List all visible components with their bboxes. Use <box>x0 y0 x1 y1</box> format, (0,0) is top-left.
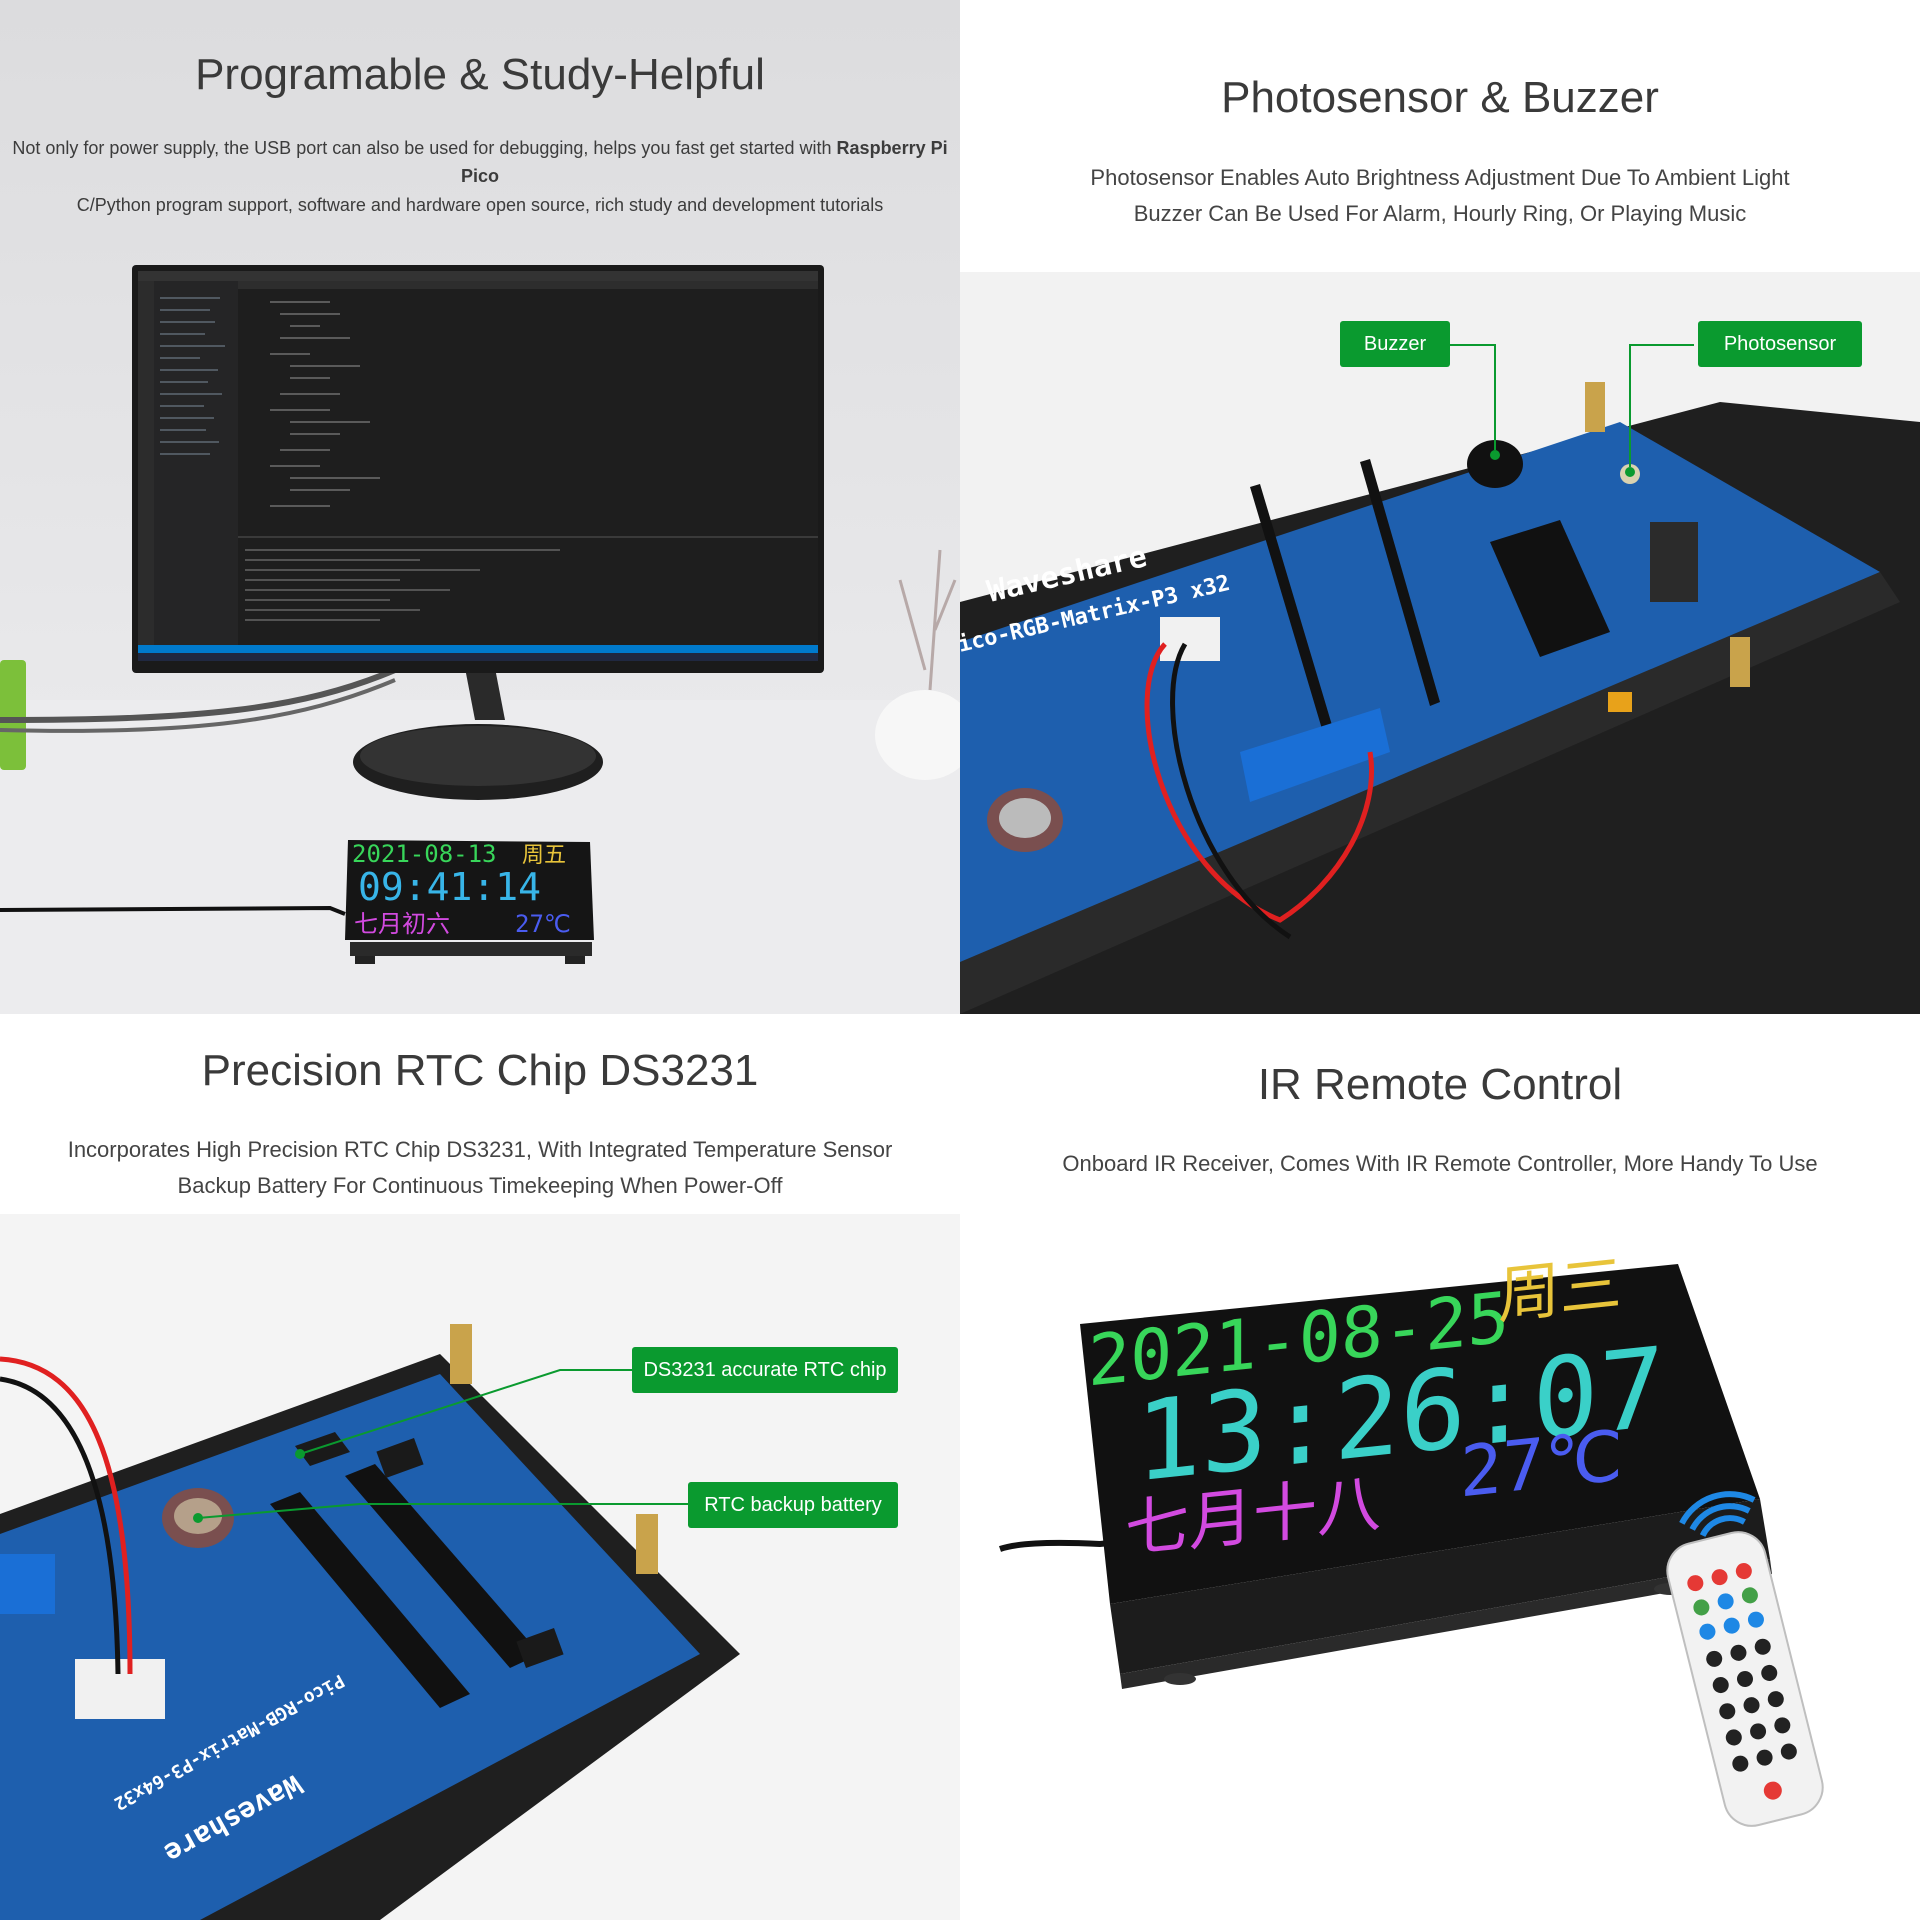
panel-photosensor: Photosensor & Buzzer Photosensor Enables… <box>960 0 1920 1014</box>
panel-description: Onboard IR Receiver, Comes With IR Remot… <box>1062 1151 1818 1176</box>
matrix-week-text: 周三 <box>1498 1247 1622 1333</box>
panel-ir-remote: IR Remote Control Onboard IR Receiver, C… <box>960 1014 1920 1920</box>
matrix-temp-text: 27℃ <box>1460 1415 1623 1514</box>
panel-description: Incorporates High Precision RTC Chip DS3… <box>67 1137 893 1162</box>
panel-description-2: Backup Battery For Continuous Timekeepin… <box>177 1173 783 1198</box>
ir-remote-image <box>1666 1531 1824 1827</box>
panel-programmable: Programable & Study-Helpful Not only for… <box>0 0 960 1014</box>
matrix-lunar-text: 七月初六 <box>354 910 450 938</box>
panel-title: Programable & Study-Helpful <box>195 50 765 99</box>
matrix-time-text: 09:41:14 <box>358 865 541 909</box>
rtc-chip-label: DS3231 accurate RTC chip <box>632 1347 898 1393</box>
backup-battery-label: RTC backup battery <box>688 1482 898 1528</box>
matrix-week-text: 周五 <box>522 843 566 868</box>
buzzer-label: Buzzer <box>1340 321 1450 367</box>
matrix-temp-text: 27℃ <box>515 910 571 938</box>
board-photo: Waveshare ico-RGB-Matrix-P3 x32 Buzzer P… <box>960 272 1920 1014</box>
panel-title: Photosensor & Buzzer <box>1221 73 1659 122</box>
matrix-photo: 2021-08-25 周三 13:26:07 七月十八 27℃ <box>960 1224 1920 1920</box>
panel-title: IR Remote Control <box>1257 1060 1623 1109</box>
panel-description-2: C/Python program support, software and h… <box>76 195 884 215</box>
panel-title: Precision RTC Chip DS3231 <box>201 1046 759 1095</box>
panel-rtc: Precision RTC Chip DS3231 Incorporates H… <box>0 1014 960 1920</box>
buzzer-component <box>1467 440 1523 488</box>
photosensor-label: Photosensor <box>1698 321 1862 367</box>
panel-description-2: Buzzer Can Be Used For Alarm, Hourly Rin… <box>1133 201 1747 226</box>
rtc-chip-component <box>295 1432 350 1466</box>
description-text: Not only for power supply, the USB port … <box>12 138 832 158</box>
description-bold-text: Raspberry Pi Pico <box>460 138 948 186</box>
matrix-date-text: 2021-08-13 <box>352 840 497 868</box>
monitor-photo: 2021-08-13 周五 09:41:14 七月初六 27℃ <box>0 250 960 1014</box>
panel-description: Not only for power supply, the USB port … <box>0 134 960 190</box>
panel-description: Photosensor Enables Auto Brightness Adju… <box>1090 165 1790 190</box>
wifi-signal-icon <box>1679 1491 1756 1537</box>
board-photo: Waveshare Pico-RGB-Matrix-P3-64x32 DS323… <box>0 1214 960 1920</box>
